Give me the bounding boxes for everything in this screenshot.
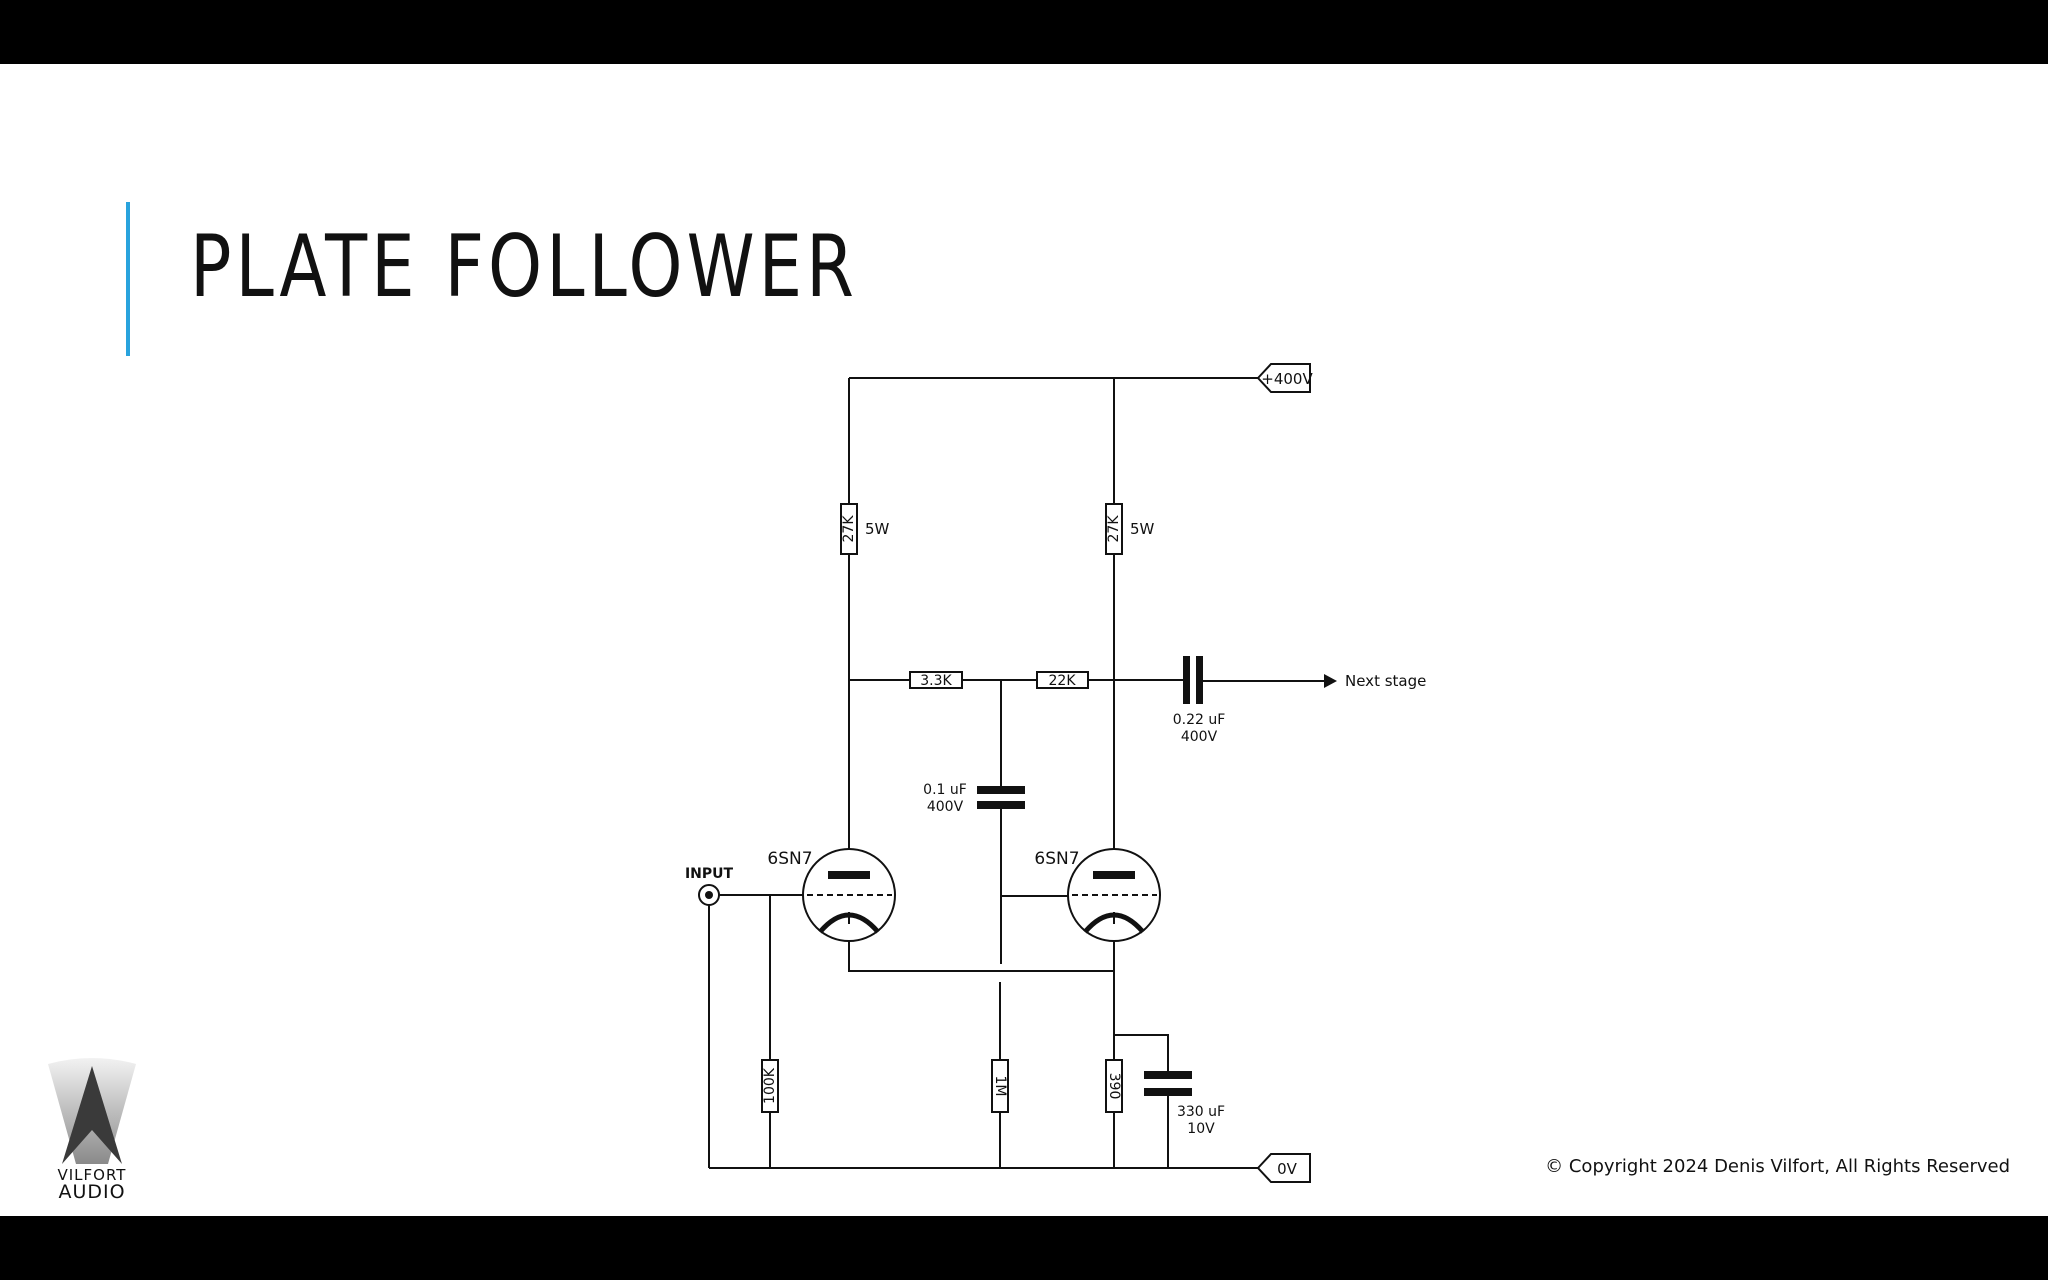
feedback-resistor-b-label: 22K xyxy=(1049,673,1077,689)
feedback-resistor-a xyxy=(909,671,963,689)
tube-right xyxy=(1067,848,1161,942)
vilfort-audio-logo: VILFORT AUDIO xyxy=(48,1058,136,1202)
tube-left xyxy=(802,848,896,942)
logo-line2: AUDIO xyxy=(58,1181,125,1202)
output-capacitor-plate-a xyxy=(1183,656,1190,704)
cathode-capacitor-plate-a xyxy=(1144,1071,1192,1079)
feedback-resistor-b xyxy=(1036,671,1089,689)
grid-resistor-1m-label: 1M xyxy=(992,1076,1008,1097)
bypass-capacitor-value: 0.1 uF xyxy=(923,782,967,798)
slide: PLATE FOLLOWER xyxy=(0,64,2048,1216)
output-arrow xyxy=(1324,674,1337,688)
positive-rail-tag xyxy=(1256,363,1311,393)
plate-resistor-left-label: 27K xyxy=(841,515,857,543)
feedback-resistor-a-label: 3.3K xyxy=(920,673,952,689)
ground-rail-label: 0V xyxy=(1277,1160,1298,1178)
input-label: INPUT xyxy=(685,866,734,882)
bypass-capacitor-voltage: 400V xyxy=(927,799,964,815)
output-capacitor-voltage: 400V xyxy=(1181,729,1218,745)
cathode-cap-wire xyxy=(1114,1034,1169,1168)
plate-resistor-right-label: 27K xyxy=(1106,515,1122,543)
cathode-capacitor-voltage: 10V xyxy=(1187,1121,1215,1137)
plate-resistor-right-rating: 5W xyxy=(1130,520,1155,538)
feedback-wire xyxy=(849,679,1326,682)
grid-resistor-1m xyxy=(991,1059,1009,1113)
output-label: Next stage xyxy=(1345,672,1426,690)
input-jack-center xyxy=(705,891,713,899)
plate-resistor-left xyxy=(840,503,858,555)
title-accent-bar xyxy=(126,202,130,356)
positive-rail-label: +400V xyxy=(1261,370,1313,388)
logo-line1: VILFORT xyxy=(58,1166,127,1184)
grid-resistor-100k-label: 100K xyxy=(762,1067,778,1104)
logo-mark-front xyxy=(62,1066,122,1164)
plate-follower-schematic: +400V 0V 27K 5W 27K 5W 3.3K 22K 0.22 uF … xyxy=(685,363,1426,1183)
output-capacitor-value: 0.22 uF xyxy=(1173,712,1226,728)
cathode-resistor xyxy=(1105,1059,1123,1113)
plate-resistor-right xyxy=(1105,503,1123,555)
slide-title: PLATE FOLLOWER xyxy=(190,217,858,317)
ground-rail-tag xyxy=(1256,1153,1311,1183)
plate-resistor-left-rating: 5W xyxy=(865,520,890,538)
cathode-capacitor-value: 330 uF xyxy=(1177,1104,1225,1120)
output-capacitor-plate-b xyxy=(1196,656,1203,704)
cathode-capacitor-plate-b xyxy=(1144,1088,1192,1096)
cathode-resistor-label: 390 xyxy=(1106,1073,1122,1100)
copyright-notice: © Copyright 2024 Denis Vilfort, All Righ… xyxy=(1545,1156,2010,1177)
cathode-tie-wire xyxy=(848,924,1115,1168)
tube-left-label: 6SN7 xyxy=(767,849,812,869)
bypass-capacitor-plate-b xyxy=(977,801,1025,809)
grid-resistor-100k xyxy=(761,1059,779,1113)
bypass-capacitor-plate-a xyxy=(977,786,1025,794)
tube-right-label: 6SN7 xyxy=(1034,849,1079,869)
